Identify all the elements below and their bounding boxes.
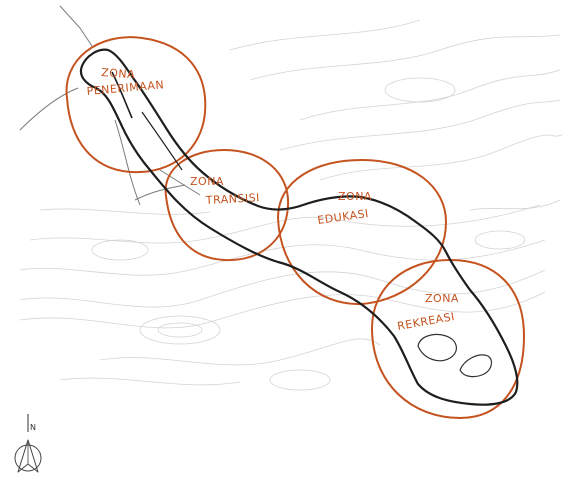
zone-label-transisi-line2: TRANSISI <box>204 191 260 207</box>
site-boundary <box>79 48 519 406</box>
zone-label-rekreasi-line1: ZONA <box>425 292 459 305</box>
pond-shape-1 <box>417 333 457 362</box>
contour-lines <box>19 19 563 391</box>
zone-circle-penerimaan <box>65 36 207 174</box>
zone-label-edukasi-line2: EDUKASI <box>317 207 370 227</box>
zone-labels: ZONA PENERIMAAN ZONA TRANSISI ZONA EDUKA… <box>86 66 459 333</box>
zone-label-edukasi-line1: ZONA <box>338 190 372 203</box>
north-arrow-icon: N <box>14 414 42 473</box>
zone-label-transisi-line1: ZONA <box>190 175 224 188</box>
zone-label-penerimaan-line1: ZONA <box>101 66 136 81</box>
zone-outlines <box>65 36 526 420</box>
north-letter: N <box>30 423 36 432</box>
zone-circle-edukasi <box>276 158 448 306</box>
pond-shape-2 <box>459 354 493 378</box>
zone-label-rekreasi-line2: REKREASI <box>396 310 456 333</box>
zone-circle-transisi <box>164 148 290 262</box>
zone-circle-rekreasi <box>370 258 526 420</box>
road-lines <box>19 5 201 206</box>
zone-label-penerimaan-line2: PENERIMAAN <box>86 78 165 98</box>
inner-features <box>417 333 493 378</box>
